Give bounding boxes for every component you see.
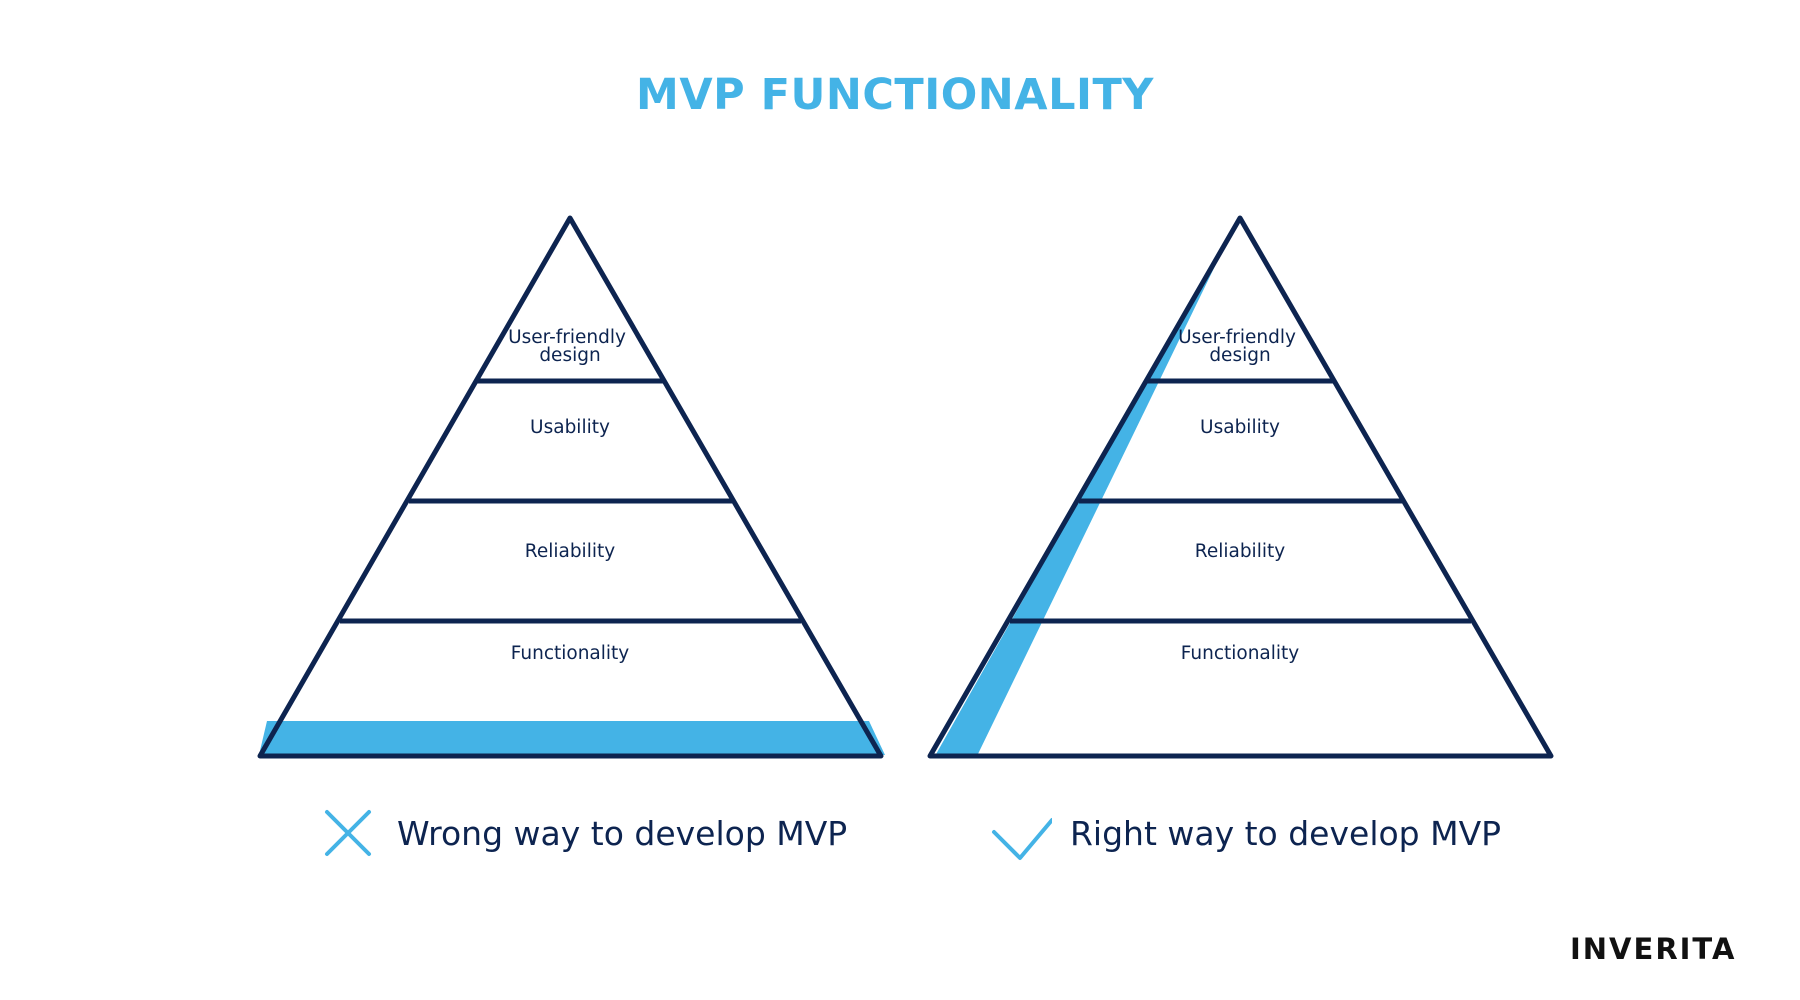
caption-text: Right way to develop MVP — [1070, 813, 1502, 853]
bottom-fill-band — [259, 721, 885, 755]
pyramid-outline — [257, 215, 884, 759]
tier-label-functionality: Functionality — [1181, 643, 1300, 664]
tier-label-usability: Usability — [1200, 417, 1280, 438]
checkmark-icon — [990, 802, 1054, 864]
pyramid-wrong: User-friendly design Usability Reliabili… — [257, 215, 885, 759]
tier-label-reliability: Reliability — [1195, 541, 1285, 562]
pyramid-outline — [927, 215, 1554, 759]
pyramid-right: User-friendly design Usability Reliabili… — [927, 215, 1554, 759]
caption-wrong-way: Wrong way to develop MVP — [317, 802, 847, 864]
cross-icon — [317, 802, 379, 864]
tier-label-user-friendly: User-friendly design — [508, 327, 632, 366]
tier-label-user-friendly: User-friendly design — [1178, 327, 1302, 366]
caption-right-way: Right way to develop MVP — [990, 802, 1501, 864]
tier-label-functionality: Functionality — [511, 643, 630, 664]
tier-label-reliability: Reliability — [525, 541, 615, 562]
caption-text: Wrong way to develop MVP — [397, 813, 848, 853]
tier-label-usability: Usability — [530, 417, 610, 438]
inverita-logo: INVERITA — [1570, 932, 1737, 966]
page-title: MVP FUNCTIONALITY — [636, 70, 1154, 120]
